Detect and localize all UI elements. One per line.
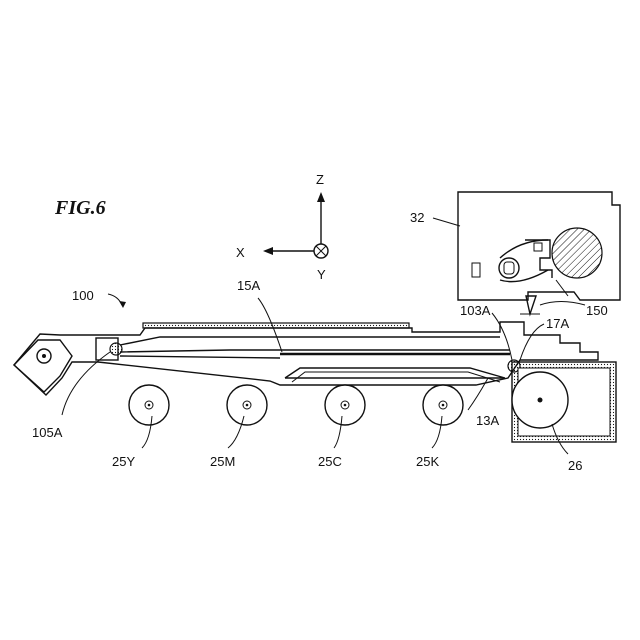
label-25m: 25M — [210, 454, 235, 469]
container-13a-inner — [292, 372, 500, 382]
drum-25c — [325, 385, 365, 425]
label-105a: 105A — [32, 425, 63, 440]
label-25k: 25K — [416, 454, 439, 469]
coordinate-axes: Z X Y — [236, 172, 328, 282]
arrowhead-100 — [119, 301, 126, 308]
leader-13a — [468, 378, 488, 410]
label-32: 32 — [410, 210, 424, 225]
figure-title: FIG.6 — [54, 197, 106, 219]
z-axis-label: Z — [316, 172, 324, 187]
belt-15a-lower — [120, 356, 280, 358]
drum-25m — [227, 385, 267, 425]
y-axis-label: Y — [317, 267, 326, 282]
x-axis-label: X — [236, 245, 245, 260]
inset-break-line — [556, 280, 568, 296]
inset-small-roller — [499, 258, 519, 278]
leader-150 — [540, 302, 585, 306]
label-25c: 25C — [318, 454, 342, 469]
upper-frame-line — [120, 337, 500, 345]
leader-32 — [433, 218, 460, 226]
inset-clip — [534, 243, 542, 251]
drum-25k — [423, 385, 463, 425]
label-13a: 13A — [476, 413, 499, 428]
label-15a: 15A — [237, 278, 260, 293]
drum-25y — [129, 385, 169, 425]
inset-slot — [472, 263, 480, 277]
inset-bracket — [525, 240, 552, 278]
label-17a: 17A — [546, 316, 569, 331]
inset-fixing-roller — [552, 228, 602, 278]
label-103a: 103A — [460, 303, 491, 318]
label-150: 150 — [586, 303, 608, 318]
x-arrowhead — [263, 247, 273, 255]
left-bracket — [14, 340, 72, 392]
label-100: 100 — [72, 288, 94, 303]
detail-inset-32: 32 — [410, 192, 620, 300]
label-25y: 25Y — [112, 454, 135, 469]
belt-15a-upper — [120, 350, 510, 352]
label-26: 26 — [568, 458, 582, 473]
top-cover-plate — [143, 323, 409, 328]
arrow-100 — [108, 294, 122, 305]
z-arrowhead — [317, 192, 325, 202]
